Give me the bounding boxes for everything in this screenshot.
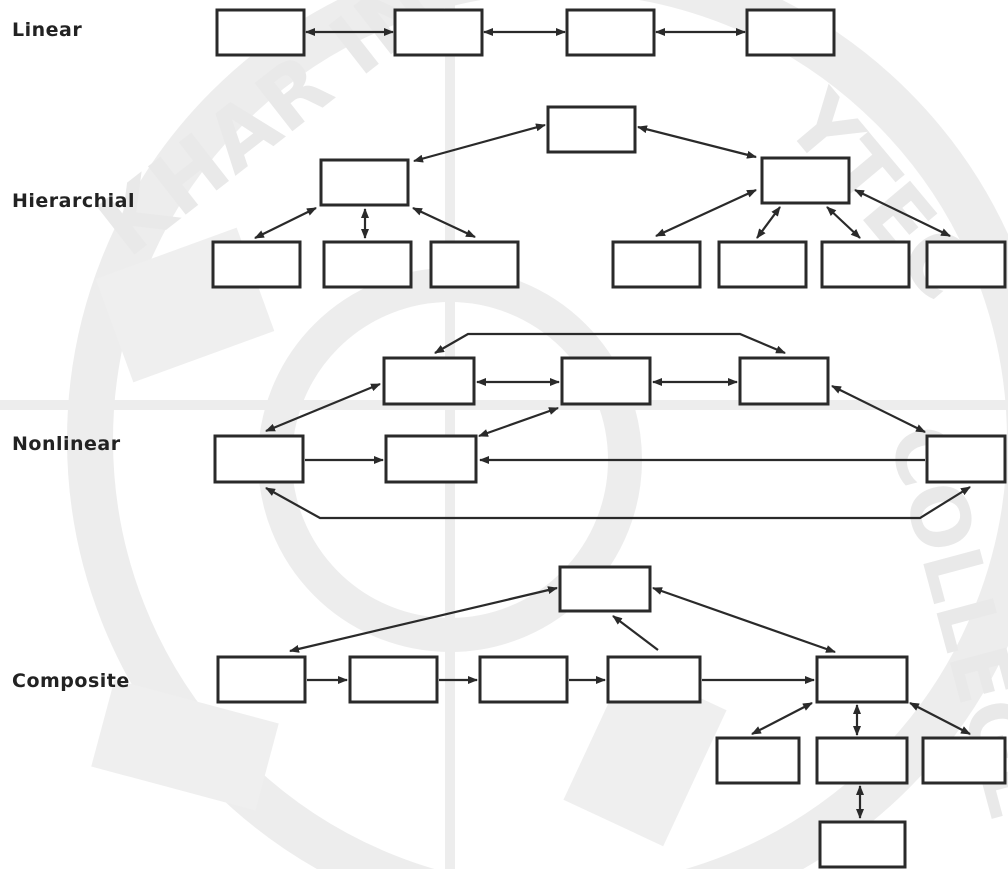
nonlin-link-top3-right [831,385,926,433]
comp-child-1 [715,736,801,785]
hier-link-right-c3 [826,206,861,239]
hier-link-root-right [637,125,757,159]
comp-top-box [558,565,652,613]
nonlin-left-box [213,434,305,484]
hier-left-child-1 [211,240,302,289]
nonlin-top-box-2 [560,356,652,406]
hier-right-parent-box [760,156,851,205]
comp-link-hub-c1 [751,702,813,735]
hier-link-right-c4 [854,189,951,237]
hier-root-box [546,105,637,154]
hier-link-right-c1 [655,189,757,237]
hier-right-child-4 [925,240,1007,289]
seal-bricks-shape [91,679,279,811]
comp-seq-box-3 [478,655,569,704]
comp-seq-box-2 [348,655,439,704]
comp-hub-box [815,655,909,704]
linear-box-4 [745,8,836,57]
hier-link-root-left [413,123,546,163]
hier-left-child-2 [322,240,413,289]
section-label-composite: Composite [12,670,130,692]
nonlin-mid-box [384,434,478,484]
linear-box-2 [393,8,484,57]
section-label-hierarchical: Hierarchial [12,190,135,212]
hier-link-left-c1 [254,207,317,239]
hier-right-child-1 [611,240,702,289]
section-label-linear: Linear [12,19,83,41]
comp-child-3 [921,736,1007,785]
linear-box-3 [565,8,656,57]
comp-seq-box-1 [216,655,307,704]
hier-link-left-c3 [412,207,476,238]
seal-outer-ring [67,0,1008,869]
hier-left-parent-box [319,158,410,207]
comp-link-seq4-top [612,615,659,651]
seal-calculator-shape [563,663,727,847]
comp-link-hub-c3 [909,702,971,735]
nonlin-link-top1-top3-arc [434,332,786,355]
comp-link-top-seq1 [289,586,558,653]
comp-seq-box-4 [606,655,702,704]
nonlin-link-left-top1 [265,382,381,433]
nonlin-link-mid-top2 [478,406,559,438]
nonlin-right-box [925,434,1007,484]
nonlin-top-box-1 [382,356,476,406]
page-box-layer [211,8,1007,869]
hier-link-right-c2 [756,206,781,239]
nonlin-top-box-3 [738,356,830,406]
comp-child-2 [815,736,909,785]
connector-layer [254,28,971,819]
comp-bottom-box [818,820,907,869]
hier-right-child-3 [820,240,911,289]
hier-right-child-2 [717,240,808,289]
section-label-nonlinear: Nonlinear [12,433,121,455]
hier-left-child-3 [429,240,520,289]
nonlin-link-left-right-arc [265,486,971,520]
linear-box-1 [215,8,306,57]
comp-link-top-hub [652,586,836,654]
